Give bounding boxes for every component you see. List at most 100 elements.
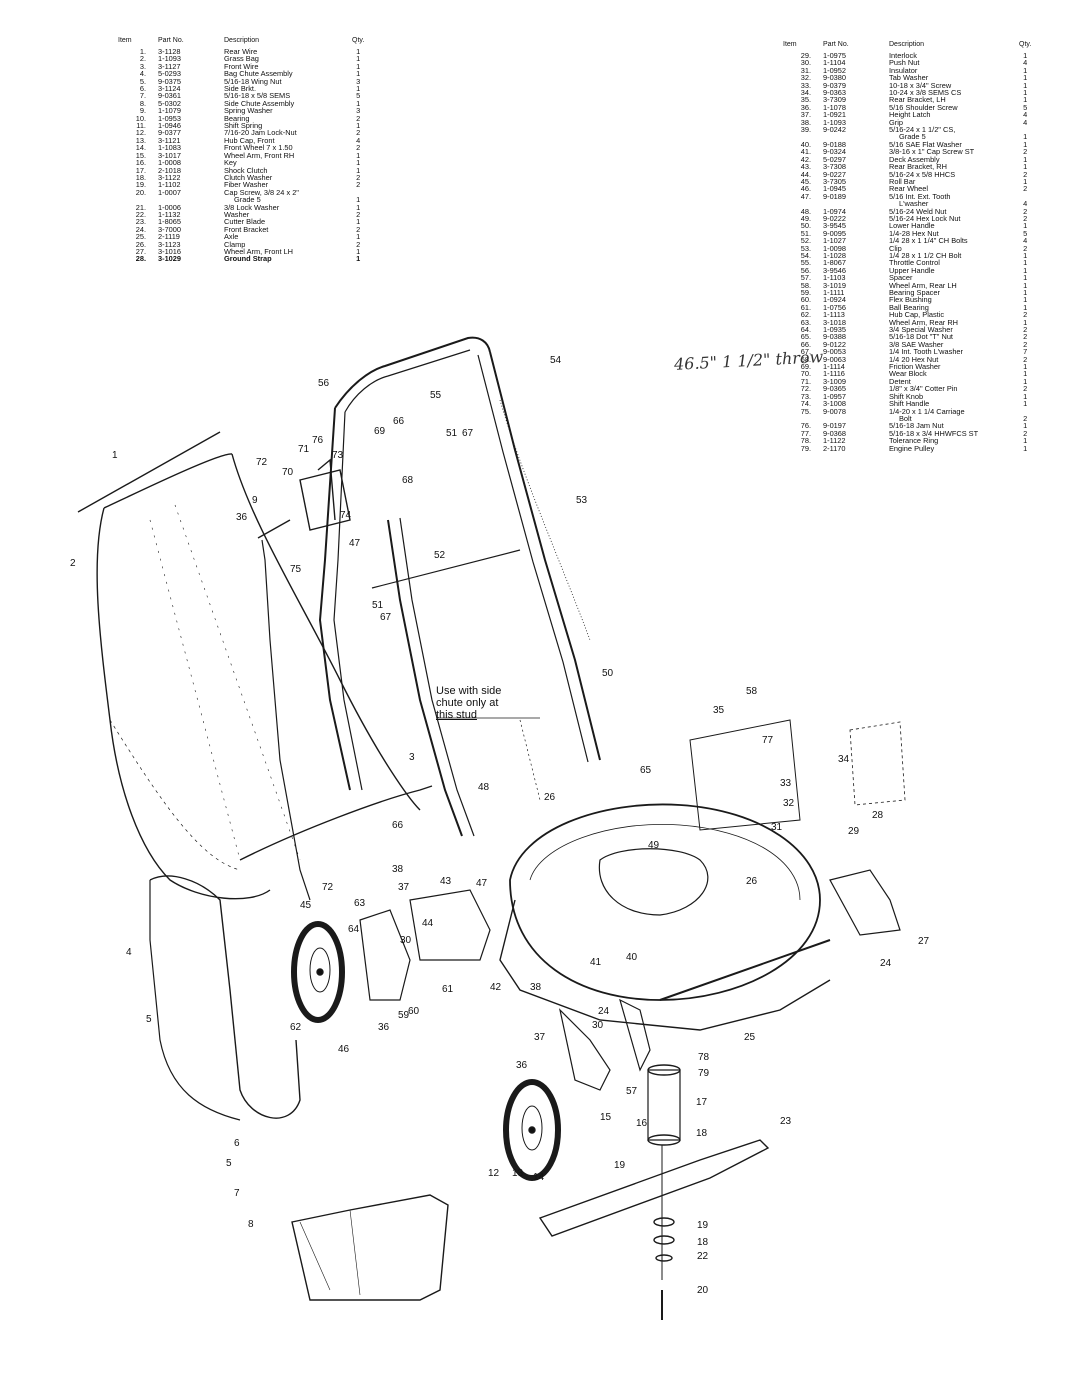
parts-cell-desc: 10-24 x 3/8 SEMS CS [889, 88, 962, 98]
parts-cell-qty: 5 [356, 91, 361, 101]
parts-cell-desc: Throttle Control [889, 258, 940, 268]
callout-33: 33 [780, 778, 792, 789]
parts-cell-part: 9-0227 [823, 169, 847, 179]
callout-79: 79 [698, 1068, 710, 1079]
parts-cell-part: 1-0008 [158, 158, 182, 168]
parts-cell-qty: 1 [356, 54, 361, 64]
callout-12: 12 [488, 1168, 500, 1179]
parts-cell-item: 61. [800, 302, 811, 312]
parts-cell-desc: Rear Bracket, RH [889, 162, 947, 172]
parts-cell-desc: Ground Strap [224, 254, 272, 264]
parts-cell-qty: 4 [1023, 236, 1028, 246]
parts-cell-desc: 3/8 SAE Washer [889, 339, 944, 349]
parts-cell-desc: Hub Cap, Plastic [889, 310, 945, 320]
callout-37b: 37 [534, 1032, 546, 1043]
header-part-no: Part No. [158, 37, 184, 44]
parts-cell-part: 3-7308 [823, 162, 847, 172]
parts-cell-item: 29. [800, 51, 811, 60]
parts-cell-part: 1-0952 [823, 65, 847, 75]
parts-cell-part: 3-1009 [823, 376, 847, 386]
parts-cell-qty: 1 [1023, 288, 1028, 297]
callout-71: 71 [298, 444, 310, 455]
parts-cell-desc: Wheel Arm, Rear RH [889, 317, 958, 327]
parts-cell-part: 3-1017 [158, 150, 182, 160]
callout-6: 6 [234, 1138, 240, 1149]
parts-cell-part: 2-1018 [158, 165, 182, 175]
parts-cell-part: 1-1111 [823, 288, 845, 297]
callout-63: 63 [354, 898, 366, 909]
callout-51a: 51 [446, 428, 458, 439]
parts-cell-desc: Flex Bushing [889, 295, 932, 305]
callout-35: 35 [713, 705, 725, 716]
parts-cell-desc: Grip [889, 117, 903, 127]
parts-cell-item: 33. [800, 80, 811, 90]
parts-cell-part: 9-0197 [823, 421, 847, 431]
callout-7: 7 [234, 1188, 240, 1199]
callout-19b: 19 [697, 1220, 709, 1231]
callout-76: 76 [312, 435, 324, 446]
parts-cell-part: 9-0242 [823, 125, 847, 135]
parts-cell-desc: L'washer [899, 199, 929, 209]
parts-cell-part: 9-0053 [823, 347, 847, 357]
callout-36c: 36 [516, 1060, 528, 1071]
parts-cell-qty: 2 [1023, 169, 1028, 179]
parts-cell-qty: 2 [1023, 332, 1028, 342]
parts-cell-desc: Shock Clutch [224, 165, 268, 175]
callout-19a: 19 [614, 1160, 626, 1171]
parts-cell-desc: 5/16-24 Weld Nut [889, 206, 947, 216]
parts-cell-desc: 5/16-24 Hex Lock Nut [889, 213, 961, 223]
parts-list-right: Item Part No. Description Qty. 29.1-0975… [783, 41, 1031, 452]
parts-cell-part: 3-7305 [823, 176, 847, 186]
parts-cell-desc: Front Wheel 7 x 1.50 [224, 143, 293, 153]
parts-cell-item: 6. [139, 84, 146, 94]
parts-cell-desc: Rear Bracket, LH [889, 95, 946, 105]
parts-cell-desc: Washer [224, 209, 250, 219]
parts-cell-qty: 2 [356, 209, 361, 219]
parts-cell-part: 9-0377 [158, 128, 182, 138]
parts-cell-part: 9-0095 [823, 228, 847, 238]
parts-cell-part: 1-0953 [158, 113, 182, 123]
parts-cell-qty: 2 [1023, 147, 1028, 157]
callout-20: 20 [697, 1285, 709, 1296]
parts-cell-part: 9-0063 [823, 354, 847, 364]
parts-cell-qty: 2 [1023, 206, 1028, 216]
parts-cell-item: 62. [800, 310, 811, 320]
parts-cell-desc: 5/16 Shoulder Screw [889, 102, 958, 112]
parts-cell-desc: Bearing [224, 113, 250, 123]
parts-cell-desc: Shift Handle [889, 399, 930, 409]
parts-cell-item: 9. [139, 106, 146, 116]
parts-cell-part: 3-1128 [158, 47, 181, 56]
parts-cell-item: 70. [800, 369, 811, 379]
parts-cell-desc: Bearing Spacer [889, 288, 940, 297]
parts-cell-desc: Rear Wire [224, 47, 258, 56]
parts-cell-qty: 1 [1023, 132, 1028, 142]
callout-64: 64 [348, 924, 360, 935]
parts-cell-item: 66. [800, 339, 811, 349]
parts-cell-part: 1-1114 [823, 362, 845, 372]
parts-cell-qty: 1 [1023, 139, 1028, 149]
parts-cell-desc: Grade 5 [234, 195, 261, 205]
callout-52: 52 [434, 550, 446, 561]
parts-cell-item: 18. [135, 172, 146, 182]
parts-cell-qty: 3 [356, 106, 361, 116]
parts-cell-qty: 1 [356, 254, 361, 264]
parts-cell-desc: 3/8 Lock Washer [224, 202, 280, 212]
header-description: Description [889, 41, 925, 48]
parts-cell-qty: 1 [1023, 176, 1028, 186]
